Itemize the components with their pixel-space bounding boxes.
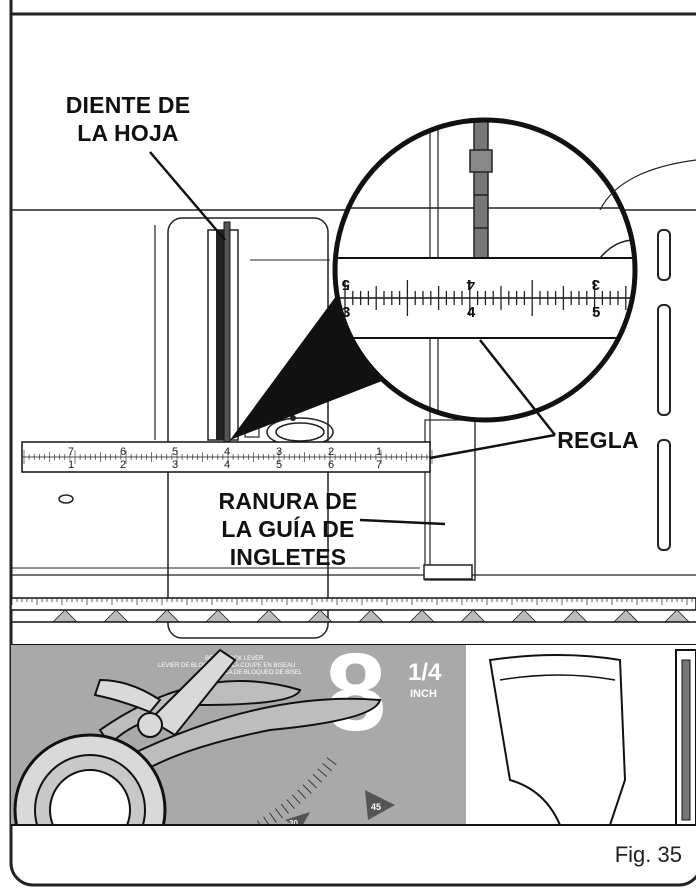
- magnifier-upper-number: 3: [592, 276, 600, 293]
- magnifier-lower-number: 3: [342, 304, 350, 321]
- ruler-tick: [263, 816, 271, 825]
- small-ruler-bottom-num: 5: [276, 459, 282, 471]
- small-ruler-bottom-num: 6: [328, 459, 334, 471]
- ruler-tick: [297, 789, 307, 799]
- ruler-tick: [291, 794, 301, 804]
- small-ruler-bottom-num: 3: [172, 459, 178, 471]
- magnifier-upper-number: 5: [342, 276, 350, 293]
- small-ruler-top-num: 2: [328, 446, 334, 458]
- callout-blade-tooth-line1: DIENTE DE: [66, 92, 190, 118]
- ruler-tick: [275, 808, 283, 819]
- magnifier-lower-number: 4: [467, 304, 476, 321]
- bevel-angle-30: 30: [289, 819, 298, 828]
- blade-size-unit: INCH: [410, 688, 437, 700]
- callout-miter-slot-line3: INGLETES: [230, 544, 347, 570]
- small-ruler-top-num: 3: [276, 446, 282, 458]
- ruler-tick: [322, 762, 332, 772]
- callout-miter-slot-line2: LA GUÍA DE: [221, 515, 354, 542]
- bevel-angle-45: 45: [371, 802, 381, 812]
- callout-ruler: REGLA: [557, 427, 639, 453]
- ruler-tick: [312, 773, 323, 783]
- callout-blade-tooth: DIENTE DE LA HOJA: [66, 92, 190, 146]
- blade-size-number: 8: [325, 631, 386, 754]
- callout-miter-slot-line1: RANURA DE: [219, 488, 358, 514]
- callout-miter-slot: RANURA DE LA GUÍA DE INGLETES: [219, 488, 358, 570]
- small-ruler-top-num: 6: [120, 446, 126, 458]
- leader-lines: [149, 151, 556, 526]
- ruler-tick: [269, 812, 277, 823]
- callout-blade-tooth-line2: LA HOJA: [77, 120, 179, 146]
- small-ruler-bottom-num: 1: [68, 459, 74, 471]
- ruler-tick: [326, 757, 337, 766]
- saw-blade: [207, 221, 239, 445]
- bevel-lever-label-es: PALANCA DE BLOQUEO DE BISEL: [205, 670, 303, 676]
- small-ruler-bottom-num: 4: [224, 459, 230, 471]
- upper-blade-edge: [599, 159, 696, 211]
- magnifier-lower-number: 5: [592, 304, 600, 321]
- ruler-tick: [280, 803, 289, 814]
- small-ruler-top-num: 1: [376, 446, 382, 458]
- small-ruler-top-num: 4: [224, 446, 230, 458]
- blade-size-fraction: 1/4: [408, 659, 442, 686]
- ruler-tick: [307, 779, 317, 789]
- figure-label: Fig. 35: [615, 842, 682, 867]
- magnifier-upper-number: 4: [466, 276, 475, 293]
- ruler-tick: [286, 799, 295, 809]
- bevel-panel: BEVEL LOCK LEVER LEVIER DE BLOCAGE DE LA…: [11, 631, 696, 828]
- small-ruler-bottom-num: 2: [120, 459, 126, 471]
- small-ruler-top-num: 7: [68, 446, 74, 458]
- ruler-tick: [317, 768, 328, 777]
- small-ruler-top-num: 5: [172, 446, 178, 458]
- small-ruler: 7 6 5 4 3 2 1 1 2 3 4 5 6 7: [21, 441, 433, 473]
- magnifier-circle: 5 4 3 3 4 5: [332, 117, 638, 423]
- ruler-tick: [302, 784, 312, 794]
- small-ruler-bottom-num: 7: [376, 459, 382, 471]
- ruler-tick: [257, 820, 265, 825]
